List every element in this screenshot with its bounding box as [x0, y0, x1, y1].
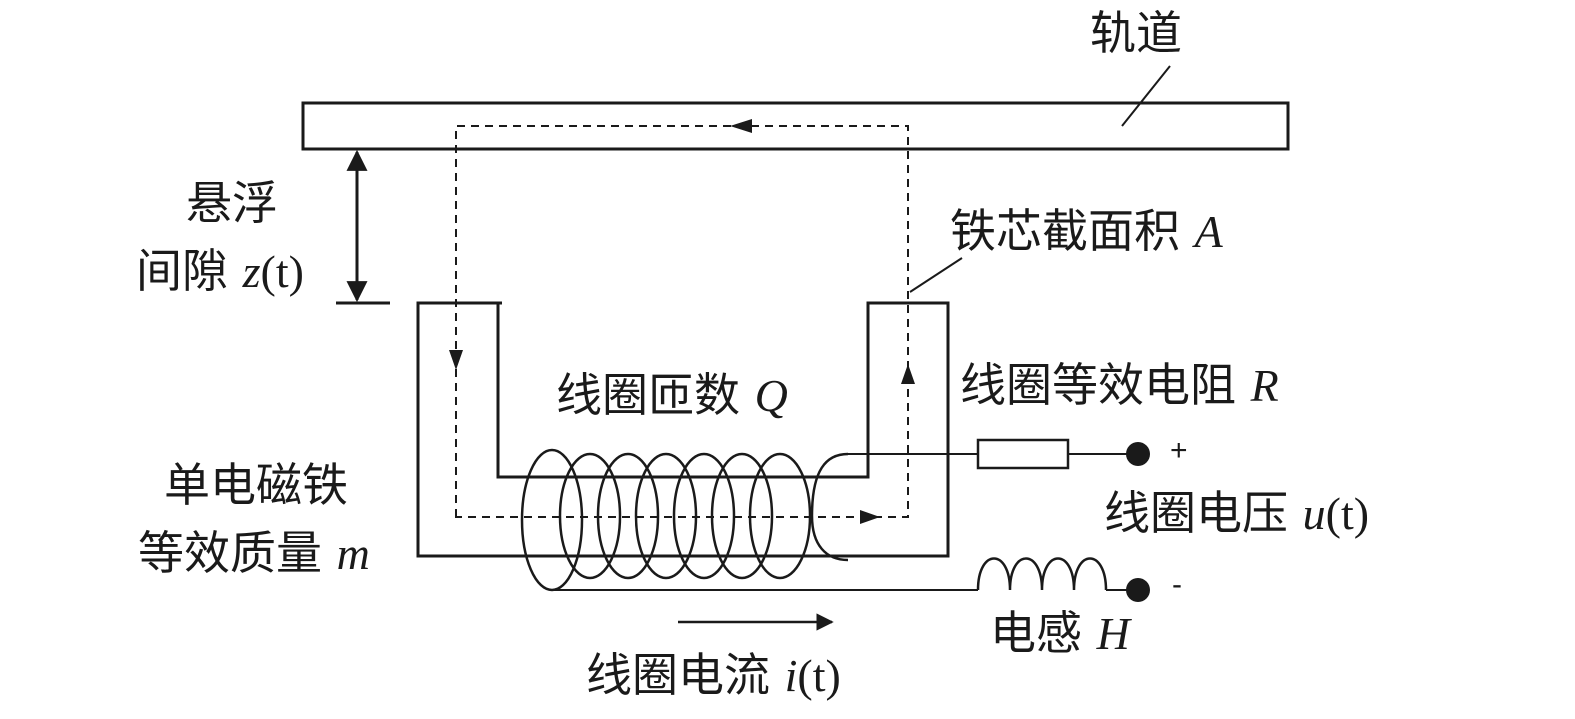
positive-terminal	[1126, 442, 1150, 466]
core-area-label: 铁芯截面积 A	[950, 208, 1223, 255]
track-rail	[301, 101, 1290, 151]
turns-label: 线圈匝数 Q	[556, 372, 788, 419]
track-leader-line	[1121, 65, 1171, 127]
inductance-label: 电感 H	[990, 610, 1130, 657]
inductor	[976, 557, 1108, 591]
flux-arrow-left	[449, 350, 463, 370]
mass-symbol: m	[336, 528, 370, 579]
turns-symbol: Q	[754, 370, 788, 421]
core-area-text: 铁芯截面积	[950, 204, 1180, 258]
plus-sign-text: +	[1170, 434, 1188, 467]
magnet-label-line2: 等效质量 m	[138, 530, 370, 577]
gap-label-line2-text: 间隙	[136, 244, 228, 298]
voltage-label: 线圈电压 u(t)	[1104, 490, 1369, 537]
current-symbol: i	[784, 650, 798, 701]
voltage-arg: (t)	[1325, 488, 1370, 539]
gap-symbol: z	[242, 246, 261, 297]
resistor	[976, 438, 1070, 470]
u-core	[416, 301, 950, 558]
voltage-symbol: u	[1302, 488, 1326, 539]
gap-arg: (t)	[260, 246, 304, 297]
minus-sign: -	[1172, 570, 1182, 600]
current-arg: (t)	[797, 650, 841, 701]
gap-label-line1: 悬浮	[186, 180, 278, 226]
gap-label-line1-text: 悬浮	[186, 176, 278, 230]
current-text: 线圈电流	[586, 648, 770, 702]
inductance-symbol: H	[1096, 608, 1130, 659]
magnet-label-line1: 单电磁铁	[164, 462, 348, 508]
track-label: 轨道	[1090, 10, 1182, 56]
resistance-label: 线圈等效电阻 R	[960, 362, 1279, 409]
negative-terminal	[1126, 578, 1150, 602]
core-area-symbol: A	[1194, 206, 1223, 257]
turns-text: 线圈匝数	[556, 368, 740, 422]
plus-sign: +	[1170, 436, 1188, 466]
resistance-text: 线圈等效电阻	[960, 358, 1236, 412]
current-label: 线圈电流 i(t)	[586, 652, 841, 699]
core-area-leader-line	[909, 257, 963, 293]
minus-sign-text: -	[1172, 568, 1182, 601]
voltage-text: 线圈电压	[1104, 486, 1288, 540]
magnet-label-line1-text: 单电磁铁	[164, 458, 348, 512]
flux-arrow-bottom	[860, 510, 880, 524]
magnet-label-line2-text: 等效质量	[138, 526, 322, 580]
coil-windings	[520, 448, 849, 592]
gap-label-line2: 间隙 z(t)	[136, 248, 304, 295]
flux-path	[455, 125, 909, 518]
inductance-text: 电感	[990, 606, 1082, 660]
flux-arrow-right	[901, 364, 915, 384]
flux-arrow-top	[730, 119, 752, 133]
resistance-symbol: R	[1250, 360, 1279, 411]
track-label-text: 轨道	[1090, 6, 1182, 60]
